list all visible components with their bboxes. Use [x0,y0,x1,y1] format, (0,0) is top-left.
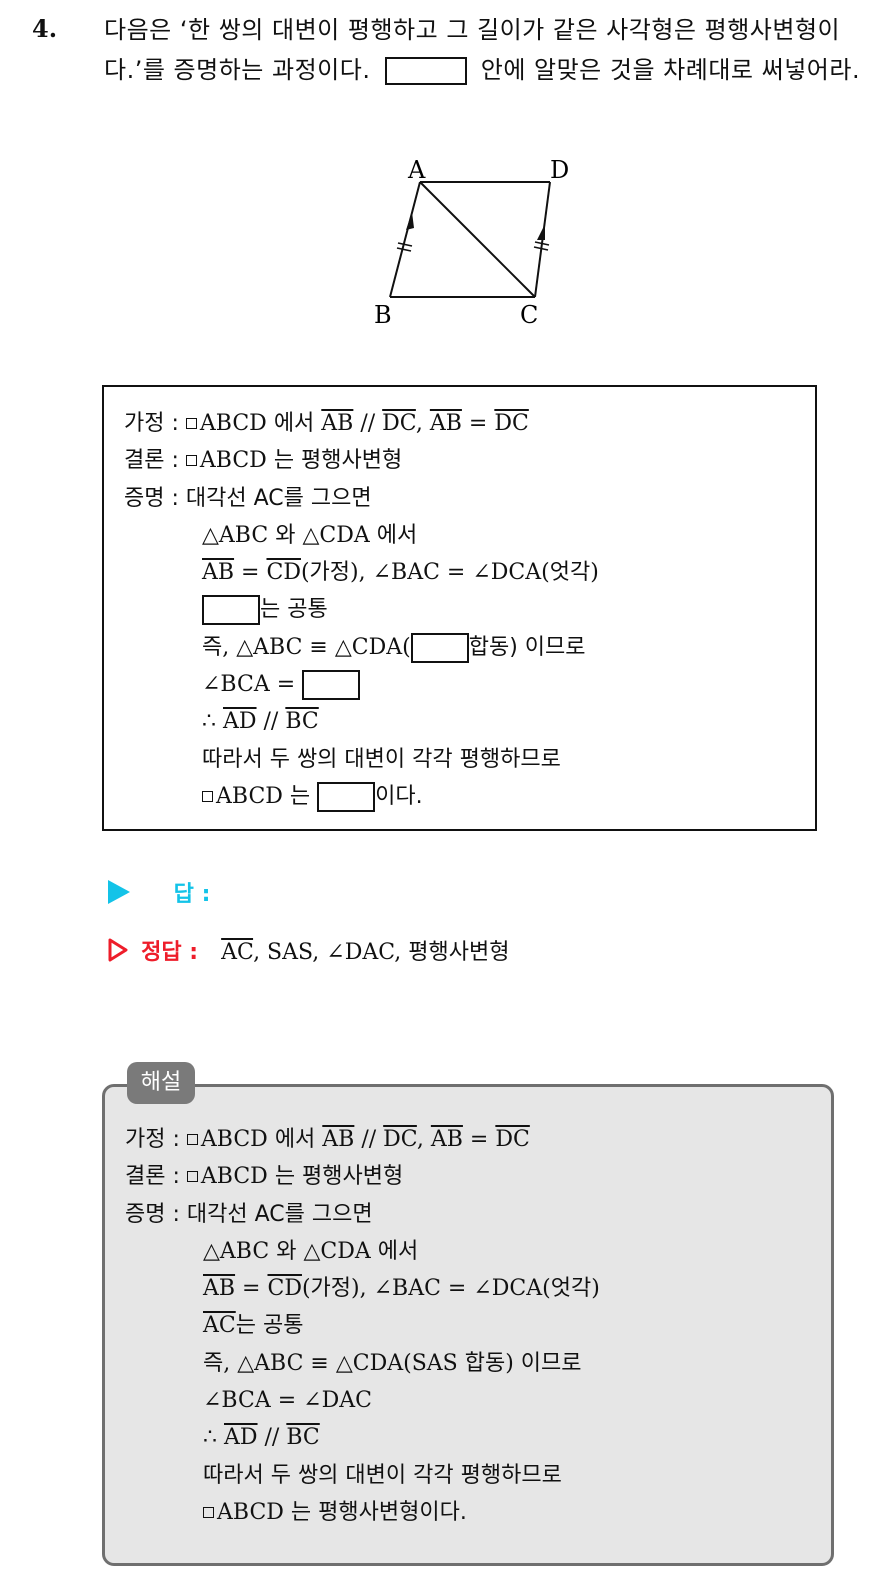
question-number: 4. [32,14,58,43]
parallel-arrow-dc [537,224,545,240]
parallelogram-diagram: A D B C [374,156,569,329]
proof-line-congruent: 즉, △ABC ≡ △CDA(합동) 이므로 [124,629,599,666]
answer-label: 답 : [173,882,211,907]
diagonal-ac [419,181,536,298]
sol-line-final: ABCD 는 평행사변형이다. [125,1494,600,1531]
proof-line-therefore: ∴ AD // BC [202,709,319,735]
question-stem: 다음은 ‘한 쌍의 대변이 평행하고 그 길이가 같은 사각형은 평행사변형이다… [104,10,864,90]
sol-proof-start-line: 증명 : 대각선 AC를 그으면 [125,1201,373,1227]
parallelogram-figure: A D B C [370,150,600,339]
correct-answer-value: AC, SAS, ∠DAC, 평행사변형 [221,940,510,965]
sol-line-common: AC는 공통 [203,1313,304,1339]
square-symbol [186,1171,198,1183]
blank-indicator [384,57,467,85]
sol-line-angle: ∠BCA = ∠DAC [203,1388,372,1414]
proof-line-equal: AB = CD(가정), ∠BAC = ∠DCA(엇각) [202,560,599,586]
sol-line-triangles: △ABC 와 △CDA 에서 [203,1238,419,1264]
sol-hypothesis-line: 가정 : ABCD 에서 AB // DC, AB = DC [125,1127,530,1152]
sol-line-equal: AB = CD(가정), ∠BAC = ∠DCA(엇각) [203,1276,600,1302]
hypothesis-line: 가정 : ABCD 에서 AB // DC, AB = DC [124,411,529,436]
answer-blank-1[interactable] [202,595,260,626]
square-symbol [185,418,197,429]
answer-blank-4[interactable] [317,781,376,812]
vertex-label-d: D [550,156,569,184]
solution-box: 가정 : ABCD 에서 AB // DC, AB = DC 결론 : ABCD… [102,1084,834,1566]
tick-mark-dc-2 [533,246,549,251]
segment-ab [389,181,421,298]
sol-conclusion-line: 결론 : ABCD 는 평행사변형 [125,1164,404,1190]
square-symbol [203,1506,214,1518]
solution-tab: 해설 [127,1062,195,1104]
tick-mark-ab-1 [397,242,413,247]
sol-line-therefore: ∴ AD // BC [203,1425,320,1451]
proof-box: 가정 : ABCD 에서 AB // DC, AB = DC 결론 : ABCD… [102,385,817,831]
sol-line-congruent: 즉, △ABC ≡ △CDA(SAS 합동) 이므로 [203,1350,582,1376]
play-arrow-icon [108,880,130,904]
proof-line-angle: ∠BCA = [124,666,599,703]
proof-line-final: ABCD 는 이다. [124,778,599,815]
square-symbol [186,1134,198,1145]
vertex-label-c: C [520,301,538,329]
answer-row: 답 : [108,876,210,908]
proof-line-common: 는 공통 [124,591,599,628]
parallel-arrow-ab [406,212,414,230]
correct-answer-row: 정답 : AC, SAS, ∠DAC, 평행사변형 [108,934,509,966]
proof-line-parallel: 따라서 두 쌍의 대변이 각각 평행하므로 [202,746,561,772]
answer-blank-2[interactable] [410,632,469,663]
answer-blank-3[interactable] [302,670,361,701]
conclusion-line: 결론 : ABCD 는 평행사변형 [124,448,403,474]
square-symbol [202,790,213,802]
sol-line-parallel: 따라서 두 쌍의 대변이 각각 평행하므로 [203,1462,562,1488]
outline-arrow-icon [108,938,128,962]
question-text-part1: 다음은 ‘한 쌍의 대변이 평행하고 그 길이가 같은 사각형은 평행사변형이다… [104,16,841,84]
square-symbol [185,455,197,467]
tick-mark-ab-2 [396,247,412,252]
tick-mark-dc-1 [534,241,550,246]
vertex-label-b: B [374,301,392,329]
proof-start-line: 증명 : 대각선 AC를 그으면 [124,485,372,511]
correct-answer-label: 정답 : [141,940,199,965]
proof-line-triangles: △ABC 와 △CDA 에서 [202,522,418,548]
question-text-part2: 안에 알맞은 것을 차례대로 써넣어라. [480,56,861,84]
vertex-label-a: A [407,156,426,184]
